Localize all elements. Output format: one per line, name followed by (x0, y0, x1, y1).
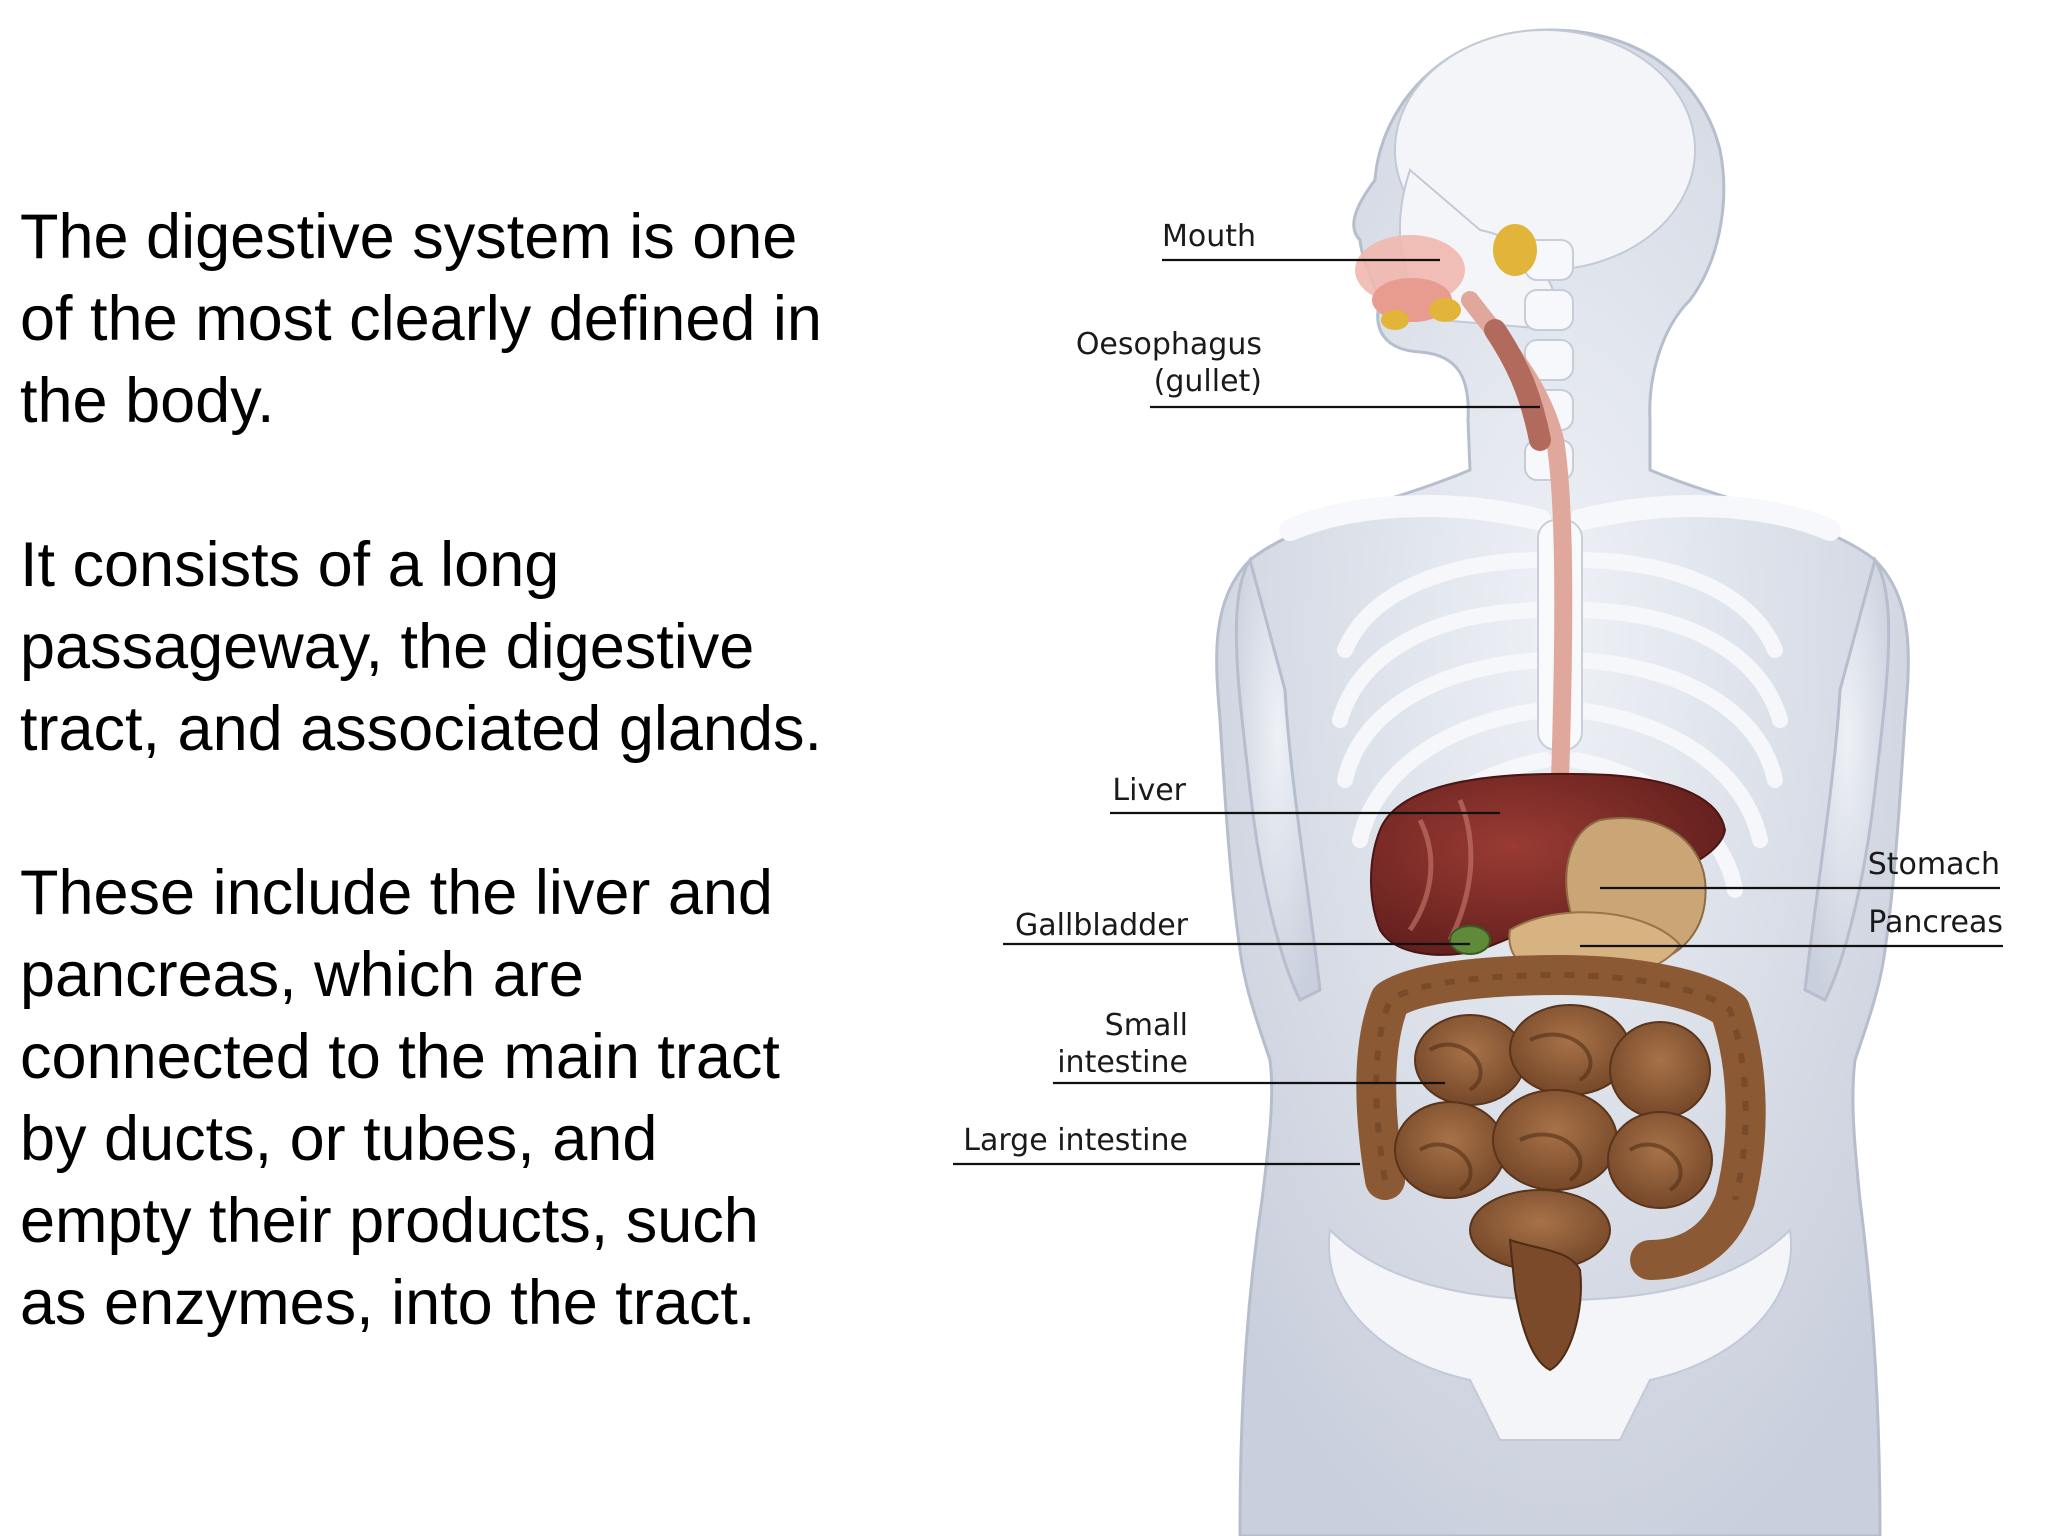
paragraph-glands: These include the liver and pancreas, wh… (20, 858, 780, 1338)
label-intestine: intestine (1057, 1045, 1188, 1080)
rectum-organ (1508, 1238, 1582, 1372)
paragraph-intro: The digestive system is one of the most … (20, 202, 822, 436)
label-gallbladder: Gallbladder (1015, 908, 1189, 943)
salivary-gland-icon (1493, 224, 1537, 276)
large-intestine-organ (1356, 955, 1766, 1280)
label-oesophagus: Oesophagus (1076, 327, 1262, 362)
label-large-intestine: Large intestine (963, 1123, 1188, 1158)
rib-cage (1332, 552, 1788, 898)
clavicles (1279, 495, 1841, 541)
small-intestine-organ (1394, 1004, 1713, 1271)
label-liver: Liver (1112, 773, 1186, 808)
paragraph-structure: It consists of a long passageway, the di… (20, 530, 822, 764)
leader-lines (953, 258, 2003, 1166)
label-mouth: Mouth (1162, 219, 1256, 254)
gallbladder-organ (1449, 925, 1491, 955)
label-stomach: Stomach (1868, 847, 2000, 882)
label-small: Small (1105, 1008, 1188, 1043)
mouth-region (1355, 224, 1537, 330)
label-gullet: (gullet) (1154, 364, 1262, 399)
description-text: The digestive system is one of the most … (20, 196, 920, 1426)
label-pancreas: Pancreas (1868, 905, 2003, 940)
